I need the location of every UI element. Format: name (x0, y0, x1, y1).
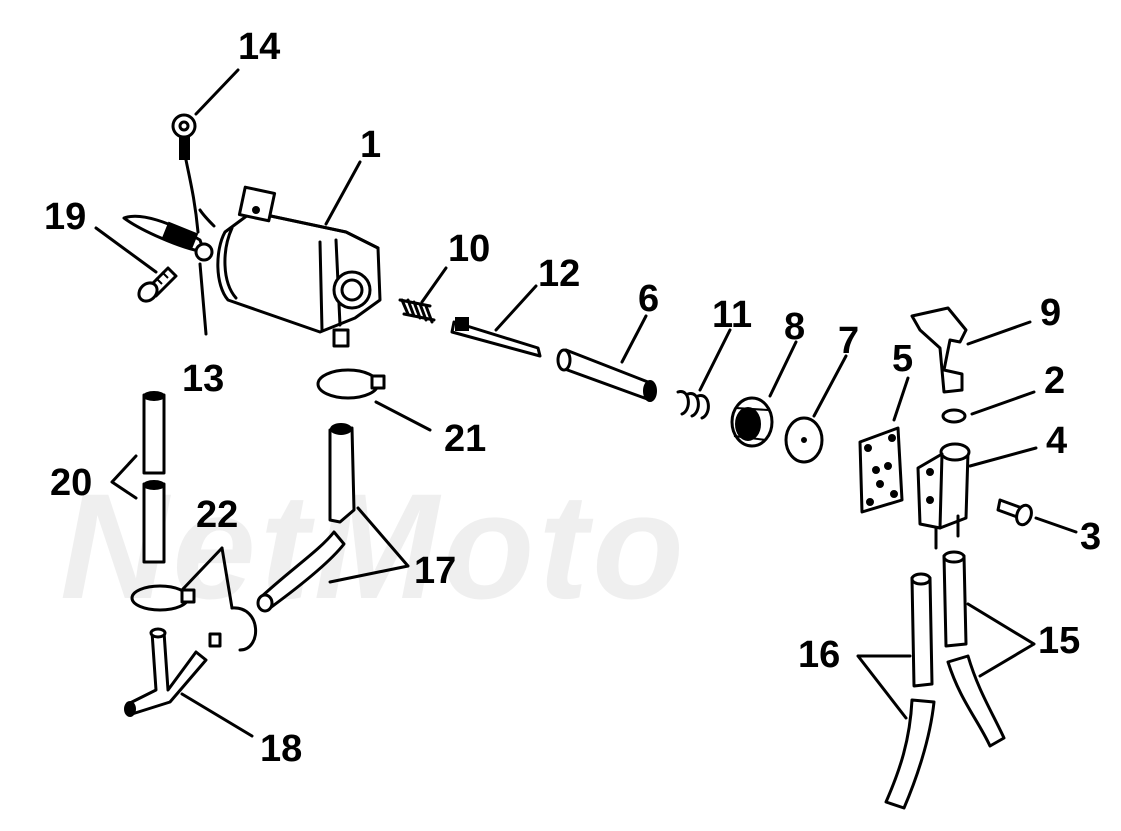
callout-20: 20 (50, 462, 93, 504)
callout-12: 12 (538, 253, 581, 295)
part-2-o-ring (941, 408, 967, 424)
callout-22: 22 (196, 494, 239, 536)
part-16-hoses (884, 572, 936, 810)
part-8-nut (730, 396, 774, 448)
callout-2: 2 (1044, 360, 1066, 402)
part-13-clamp (122, 214, 214, 262)
callout-1: 1 (360, 124, 382, 166)
part-10-spring (398, 298, 436, 324)
callout-11: 11 (712, 294, 753, 336)
callout-6: 6 (638, 278, 660, 320)
callout-4: 4 (1046, 420, 1068, 462)
callout-14: 14 (238, 26, 281, 68)
part-21-clamp (316, 368, 386, 400)
part-20-tubes (142, 391, 166, 564)
part-18-y-fitting (124, 627, 208, 717)
part-6-sleeve (556, 348, 657, 402)
callout-8: 8 (784, 306, 806, 348)
part-4-valve-body (916, 442, 971, 550)
part-3-screw (996, 498, 1033, 527)
callout-9: 9 (1040, 292, 1062, 334)
callout-7: 7 (838, 320, 860, 362)
callout-15: 15 (1038, 620, 1081, 662)
callout-19: 19 (44, 196, 87, 238)
callout-17: 17 (414, 550, 457, 592)
part-19-screw (137, 266, 178, 303)
callout-10: 10 (448, 228, 491, 270)
callout-16: 16 (798, 634, 841, 676)
part-11-spring (676, 390, 710, 420)
leader-lines (94, 68, 1078, 738)
callout-21: 21 (444, 418, 487, 460)
part-22-clamps (130, 584, 257, 652)
callout-18: 18 (260, 728, 303, 770)
part-1-solenoid (216, 185, 382, 348)
part-14-ground-wire (171, 113, 216, 234)
part-17-hoses (256, 423, 356, 613)
callout-13: 13 (182, 358, 225, 400)
part-5-gasket (858, 426, 904, 514)
part-15-hoses (942, 550, 1006, 748)
part-9-handle (910, 306, 968, 394)
part-12-plunger-pin (450, 317, 542, 358)
callout-3: 3 (1080, 516, 1102, 558)
callout-5: 5 (892, 338, 914, 380)
part-7-disc (784, 416, 824, 464)
